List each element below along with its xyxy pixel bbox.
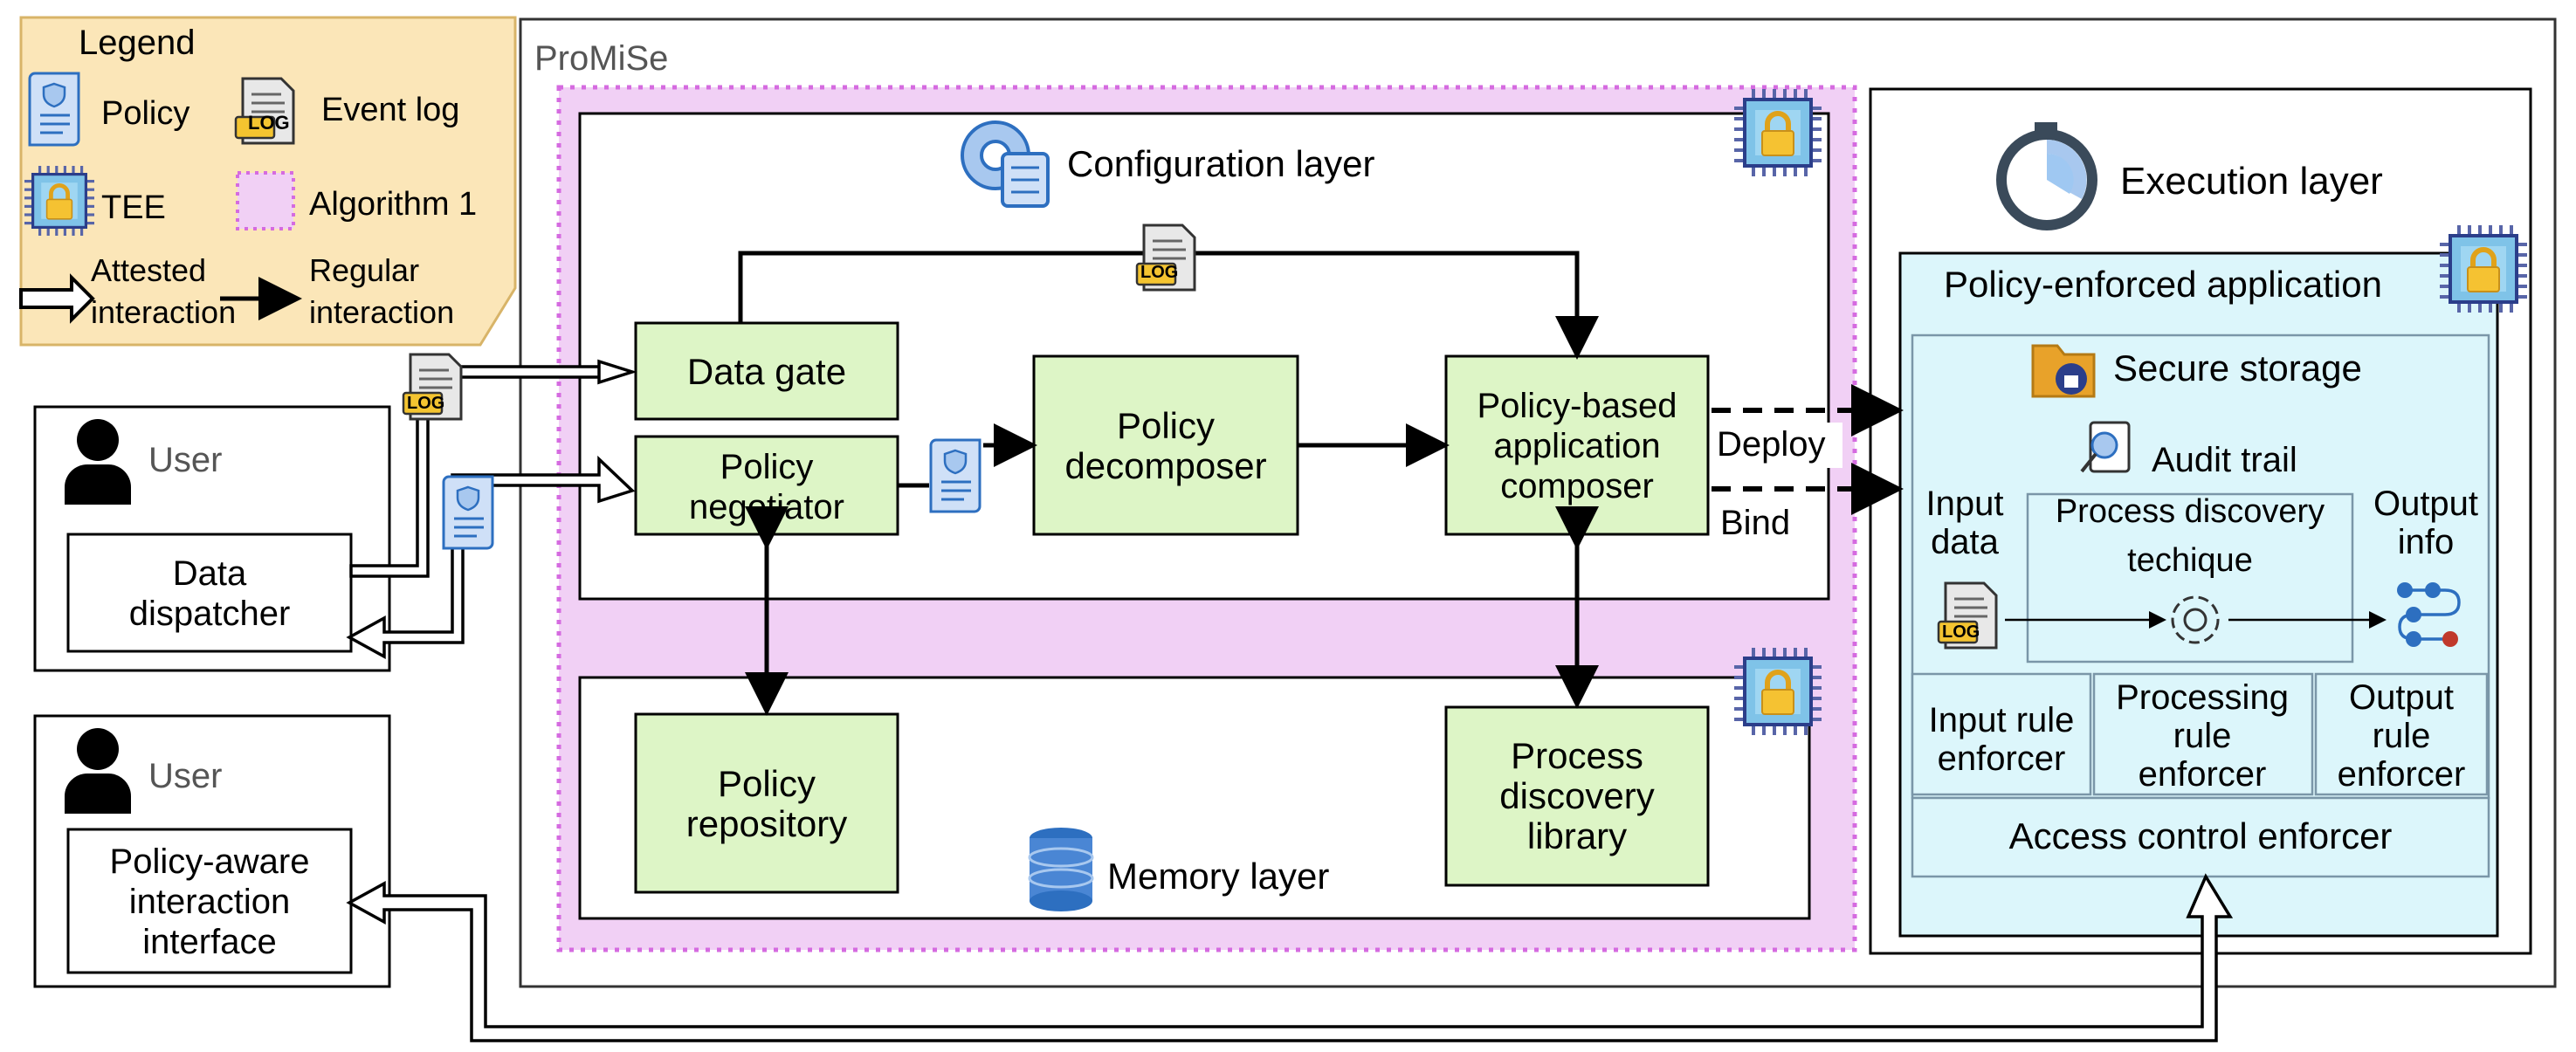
data-dispatcher-box[interactable] xyxy=(66,533,353,653)
access-control-enforcer-label: Access control enforcer xyxy=(2009,815,2393,856)
policy-repository-box[interactable] xyxy=(634,712,899,894)
process-discovery-library-box[interactable] xyxy=(1444,705,1710,887)
tee-chip-icon-memory xyxy=(1734,648,1822,735)
output-rule-enforcer-label-line3: enforcer xyxy=(2338,755,2466,794)
legend-regular-label-line2: interaction xyxy=(309,294,454,330)
processing-rule-enforcer-label-line2: rule xyxy=(2173,717,2232,755)
policy-repository-label-line1: Policy xyxy=(718,763,816,804)
folder-lock-icon xyxy=(2031,344,2096,398)
interface-label-line1: Policy-aware xyxy=(110,842,310,881)
bind-label: Bind xyxy=(1720,504,1790,542)
library-label-line2: discovery xyxy=(1499,775,1654,816)
access-control-enforcer-box[interactable] xyxy=(1911,796,2490,878)
output-info-label-line2: info xyxy=(2398,523,2455,561)
library-label-line1: Process xyxy=(1511,735,1643,776)
output-rule-enforcer-box[interactable] xyxy=(2314,672,2489,796)
audit-trail-title: Audit trail xyxy=(2152,441,2297,479)
promise-title: ProMiSe xyxy=(534,39,668,78)
configuration-layer-title: Configuration layer xyxy=(1067,143,1375,184)
policy-repository-label-line2: repository xyxy=(686,803,847,844)
tee-chip-icon-config xyxy=(1734,89,1822,176)
legend-tee-label: TEE xyxy=(101,189,166,226)
policy-decomposer-box[interactable] xyxy=(1032,354,1299,536)
deploy-label: Deploy xyxy=(1717,425,1826,464)
negotiator-dispatcher-attested-edge xyxy=(346,455,636,659)
data-gate-box[interactable] xyxy=(634,321,899,421)
legend-attested-label-line2: interaction xyxy=(91,294,236,330)
composer-label-line2: application xyxy=(1493,427,1660,465)
secure-storage-title: Secure storage xyxy=(2113,347,2362,388)
technique-label-line1: Process discovery xyxy=(2056,493,2325,530)
legend-attested-label-line1: Attested xyxy=(91,252,206,288)
legend-tee-icon xyxy=(24,166,94,236)
tee-chip-icon-execution xyxy=(2440,225,2527,313)
deploy-label-bg xyxy=(1713,423,1842,468)
legend-panel: Legend Policy LOG Event log TEE Algorith… xyxy=(19,16,517,347)
memory-layer-title: Memory layer xyxy=(1107,856,1329,897)
legend-algorithm-label: Algorithm 1 xyxy=(309,186,477,223)
policy-icon-left xyxy=(442,475,494,550)
process-discovery-technique-box[interactable] xyxy=(2026,492,2354,664)
user-2-label: User xyxy=(148,757,222,795)
processing-rule-enforcer-label-line3: enforcer xyxy=(2139,755,2267,794)
legend-title: Legend xyxy=(79,24,195,62)
legend-policy-label: Policy xyxy=(101,95,189,132)
composer-label-line1: Policy-based xyxy=(1477,387,1677,425)
output-rule-enforcer-label-line2: rule xyxy=(2373,717,2431,755)
event-log-left-badge-text: LOG xyxy=(407,394,444,413)
legend-attested-arrow xyxy=(19,273,95,324)
input-rule-enforcer-box[interactable] xyxy=(1911,672,2092,796)
data-dispatcher-label-line1: Data xyxy=(173,554,247,593)
audit-trail-icon xyxy=(2080,421,2131,473)
event-log-top-badge-text: LOG xyxy=(1140,263,1178,282)
policy-negotiator-label-line1: Policy xyxy=(720,448,814,486)
input-data-label-line2: data xyxy=(1931,523,2000,561)
policy-enforced-application-title: Policy-enforced application xyxy=(1944,264,2382,305)
library-label-line3: library xyxy=(1527,815,1627,856)
process-model-icon xyxy=(2397,582,2461,647)
gear-settings-icon xyxy=(961,120,1050,208)
legend-event-log-label: Event log xyxy=(321,92,459,128)
policy-decomposer-label-line2: decomposer xyxy=(1064,445,1266,486)
input-log-badge-text: LOG xyxy=(1942,622,1980,642)
policy-negotiator-label-line2: negotiator xyxy=(689,488,844,526)
stopwatch-icon xyxy=(1996,122,2097,230)
legend-log-badge-text: LOG xyxy=(248,112,290,134)
policy-decomposer-label-line1: Policy xyxy=(1117,405,1215,446)
input-rule-enforcer-label-line2: enforcer xyxy=(1938,739,2066,778)
execution-layer-title: Execution layer xyxy=(2120,160,2383,203)
input-data-label-line1: Input xyxy=(1926,485,2004,523)
data-dispatcher-label-line2: dispatcher xyxy=(129,595,291,633)
output-info-label-line1: Output xyxy=(2373,485,2478,523)
interface-label-line3: interface xyxy=(142,923,276,961)
process-gear-icon xyxy=(2171,595,2220,644)
data-gate-label: Data gate xyxy=(687,351,846,392)
processing-rule-enforcer-label-line1: Processing xyxy=(2116,678,2289,717)
legend-regular-label-line1: Regular xyxy=(309,252,419,288)
access-control-to-interface-attested-edge xyxy=(346,873,2234,1042)
policy-icon-mid xyxy=(929,438,981,513)
user-1-label: User xyxy=(148,441,222,479)
processing-rule-enforcer-box[interactable] xyxy=(2092,672,2314,796)
interface-label-line2: interaction xyxy=(129,883,291,921)
input-rule-enforcer-label-line1: Input rule xyxy=(1929,701,2075,739)
legend-algorithm-swatch xyxy=(236,171,295,230)
composer-label-line3: composer xyxy=(1500,467,1654,505)
technique-label-line2: techique xyxy=(2127,542,2253,579)
legend-policy-icon xyxy=(28,72,80,147)
database-icon xyxy=(1028,828,1094,911)
promise-container xyxy=(519,17,2557,988)
output-rule-enforcer-label-line1: Output xyxy=(2349,678,2454,717)
